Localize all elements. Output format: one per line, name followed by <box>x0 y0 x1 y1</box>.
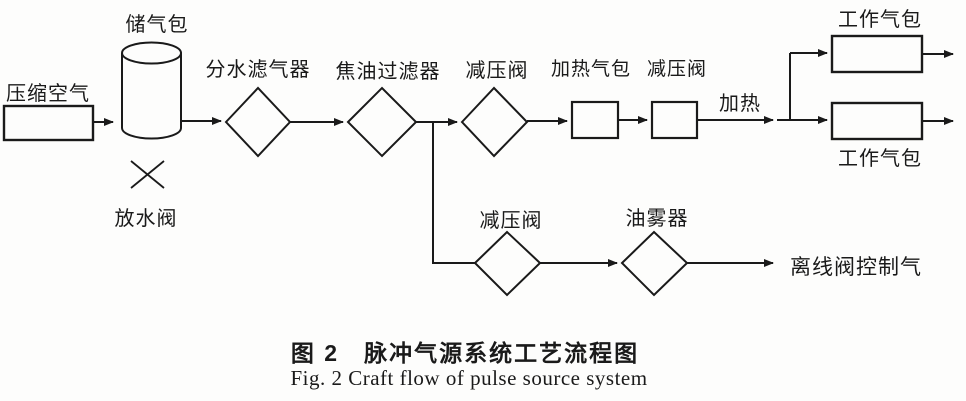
figure-caption-chinese: 图 2 脉冲气源系统工艺流程图 <box>290 340 640 366</box>
pressure-valve-main-label: 减压阀 <box>465 60 529 82</box>
working-tank-bottom-box <box>830 101 924 141</box>
heating-tank-label: 加热气包 <box>550 59 632 80</box>
pressure-valve-branch-diamond <box>473 230 542 297</box>
working-tank-bottom-label: 工作气包 <box>838 148 922 170</box>
drain-valve-label: 放水阀 <box>114 208 178 230</box>
water-separator-filter-label: 分水滤气器 <box>205 59 311 81</box>
pressure-valve-main-diamond <box>460 86 529 158</box>
storage-tank-cylinder <box>121 41 182 140</box>
branch-line <box>432 122 475 264</box>
tar-filter-diamond <box>346 86 418 158</box>
compressed-air-box <box>2 104 95 142</box>
compressed-air-label: 压缩空气 <box>6 83 90 105</box>
oil-mister-label: 油雾器 <box>625 208 689 230</box>
water-separator-filter-diamond <box>224 86 292 158</box>
offline-valve-control-gas-label: 离线阀控制气 <box>790 256 922 279</box>
drain-valve-icon <box>130 160 165 189</box>
tar-filter-label: 焦油过滤器 <box>335 61 441 83</box>
pressure-valve-box <box>650 100 699 140</box>
working-tank-top-box <box>830 34 924 74</box>
figure-caption-english: Fig. 2 Craft flow of pulse source system <box>290 366 648 390</box>
oil-mister-diamond <box>620 230 689 297</box>
heating-tank-box <box>570 100 620 140</box>
heating-flow-label: 加热 <box>719 93 761 115</box>
pressure-valve-branch-label: 减压阀 <box>479 210 543 232</box>
storage-tank-label: 储气包 <box>125 14 189 36</box>
working-tank-top-label: 工作气包 <box>838 9 922 31</box>
pressure-valve-after-heating-label: 减压阀 <box>646 59 708 80</box>
